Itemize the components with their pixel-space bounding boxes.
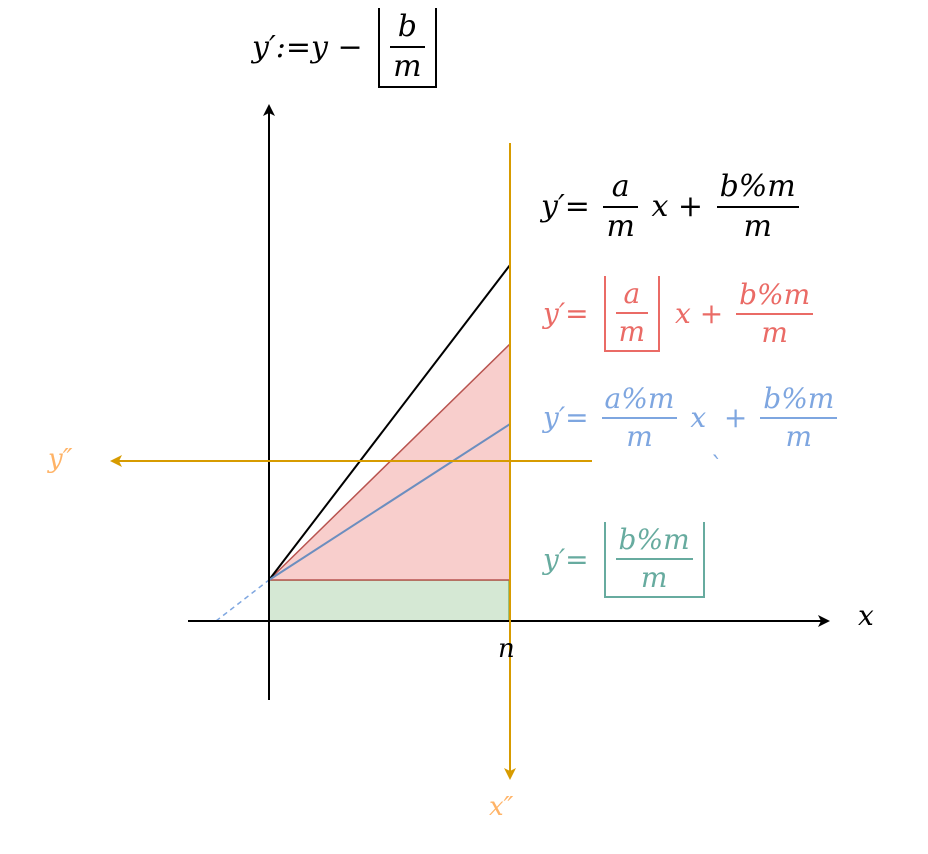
equation-black: y′= a m x + b%m m bbox=[541, 172, 803, 242]
blue-line bbox=[268, 423, 511, 581]
tick-mark: ` bbox=[711, 452, 723, 480]
equation-red-lhs: y′= bbox=[543, 297, 589, 330]
equation-black-den-2: m bbox=[716, 206, 799, 242]
equation-red-num-1: a bbox=[623, 277, 641, 310]
equation-black-lhs: y′= bbox=[541, 189, 590, 224]
equation-blue-mid: x + bbox=[690, 401, 748, 434]
header-equation-lhs: y′:=y − bbox=[252, 30, 363, 65]
equation-black-fraction-1: a m bbox=[603, 169, 638, 242]
header-equation: y′:=y − b m bbox=[252, 8, 443, 88]
n-tick-label: n bbox=[498, 634, 515, 664]
header-numerator: b bbox=[397, 9, 417, 44]
equation-red-mid: x + bbox=[675, 297, 724, 330]
header-denominator: m bbox=[390, 46, 425, 82]
floor-bracket: b m bbox=[378, 8, 437, 88]
equation-blue-num-1: a%m bbox=[604, 382, 675, 415]
equation-blue-den-1: m bbox=[601, 417, 678, 451]
equation-green-fraction: b%m m bbox=[615, 523, 693, 592]
equation-red-fraction-1: a m bbox=[615, 277, 649, 346]
equation-green: y′= b%m m bbox=[543, 522, 711, 598]
equation-black-num-2: b%m bbox=[719, 169, 796, 204]
equation-black-fraction-2: b%m m bbox=[716, 169, 799, 242]
equation-black-mid: x + bbox=[651, 189, 704, 224]
equation-green-den: m bbox=[615, 558, 693, 592]
equation-blue-den-2: m bbox=[760, 417, 838, 451]
equation-green-num: b%m bbox=[618, 523, 690, 556]
equation-red-den-1: m bbox=[615, 312, 649, 346]
equation-red: y′= a m x + b%m m bbox=[543, 276, 817, 352]
equation-blue-num-2: b%m bbox=[763, 382, 835, 415]
equation-green-floor: b%m m bbox=[603, 522, 705, 598]
x-axis-label: x bbox=[858, 599, 874, 632]
equation-black-num-1: a bbox=[611, 169, 630, 204]
equation-blue-fraction-1: a%m m bbox=[601, 382, 678, 451]
x2-axis-label: x″ bbox=[489, 792, 514, 822]
equation-red-fraction-2: b%m m bbox=[736, 278, 814, 347]
equation-black-den-1: m bbox=[603, 206, 638, 242]
y2-axis-label: y″ bbox=[48, 444, 73, 474]
equation-red-floor: a m bbox=[603, 276, 661, 352]
equation-red-den-2: m bbox=[736, 313, 814, 347]
equation-blue-fraction-2: b%m m bbox=[760, 382, 838, 451]
blue-dashed-extension bbox=[215, 579, 270, 622]
equation-red-num-2: b%m bbox=[739, 278, 811, 311]
equation-blue-lhs: y′= bbox=[543, 401, 589, 434]
equation-blue: y′= a%m m x + b%m m bbox=[543, 385, 841, 451]
green-rectangle-region bbox=[268, 579, 510, 622]
equation-green-lhs: y′= bbox=[543, 543, 589, 576]
header-fraction: b m bbox=[390, 9, 425, 82]
black-line bbox=[268, 264, 511, 581]
